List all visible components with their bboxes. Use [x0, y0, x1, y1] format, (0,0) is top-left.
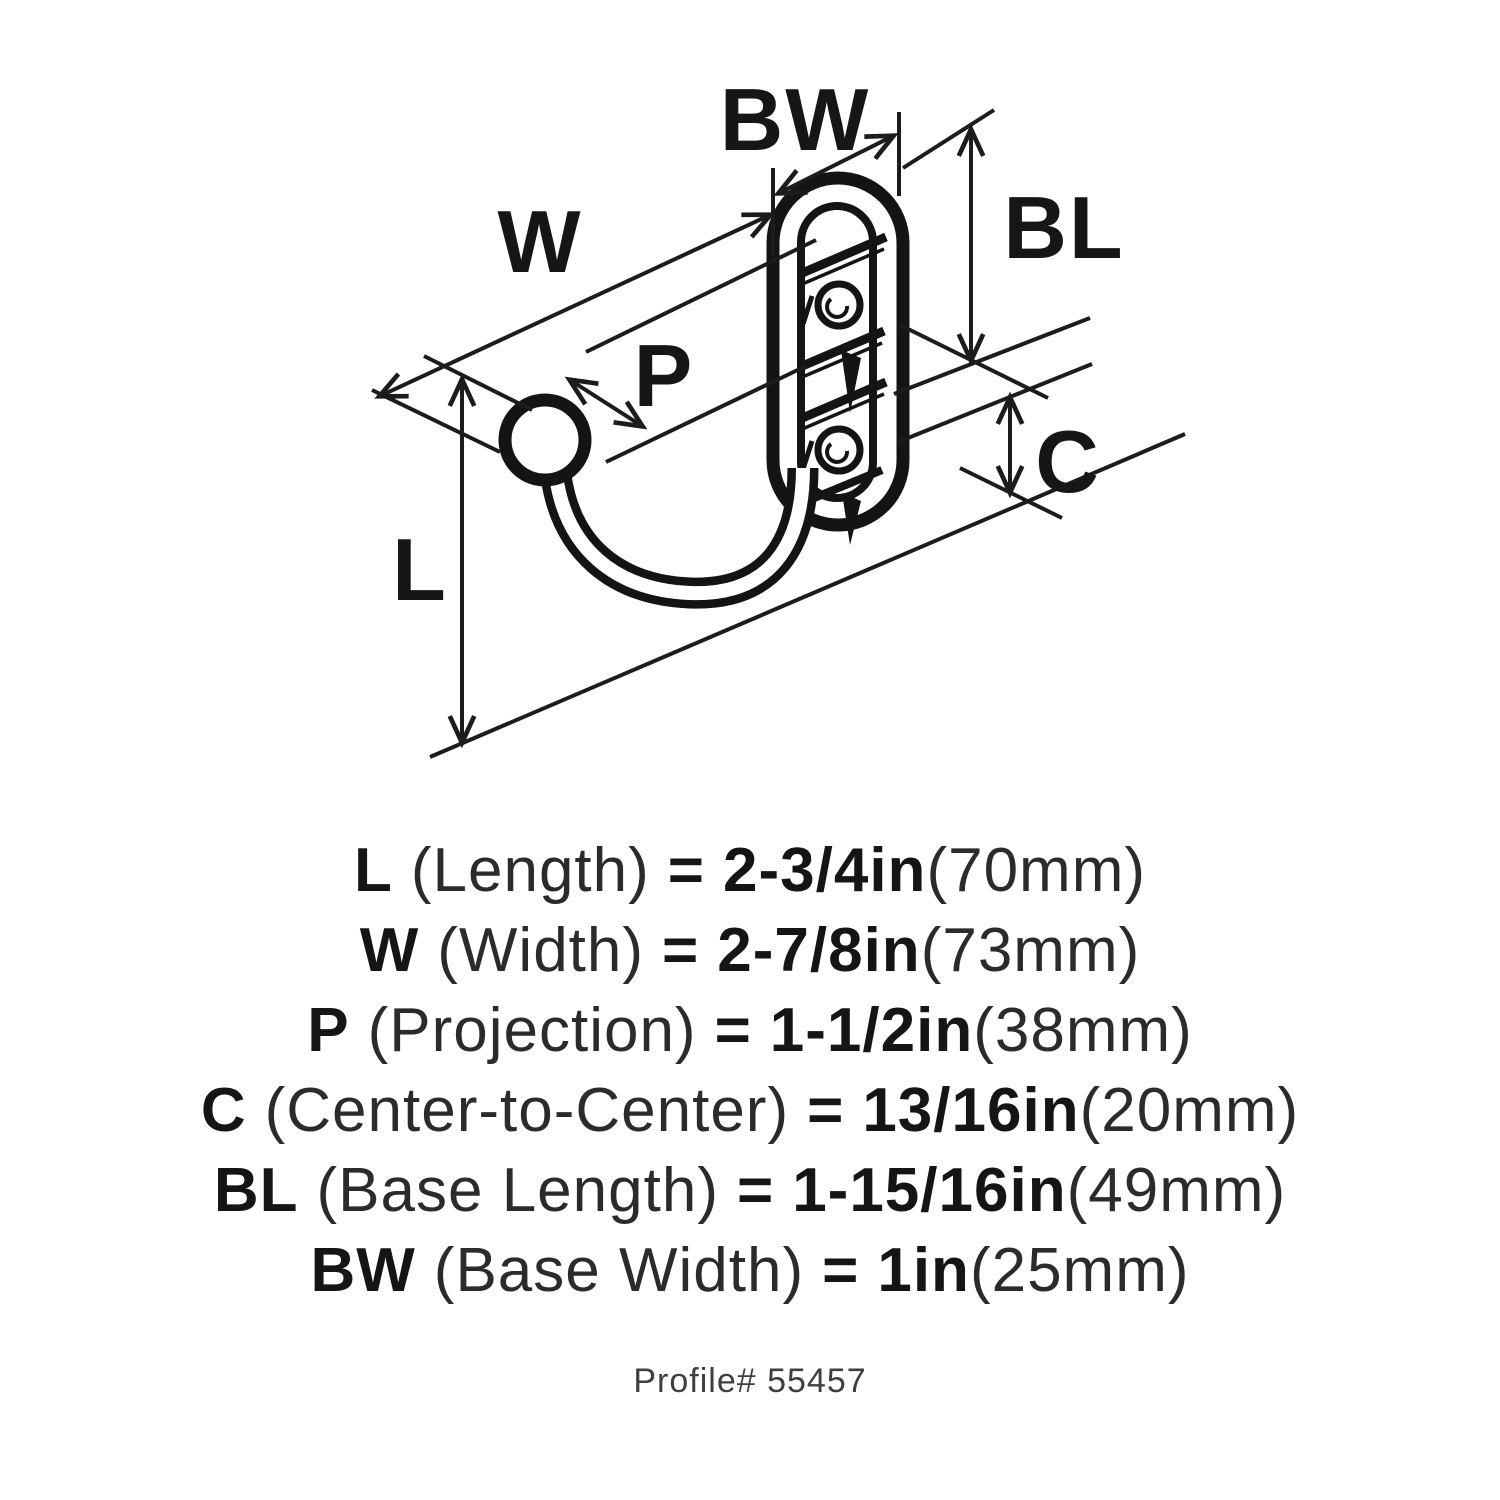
hook-drawing — [498, 171, 910, 609]
spec-value-group: 2-7/8in (73mm) — [717, 915, 1140, 986]
spec-value: 13/16in — [862, 1075, 1080, 1145]
screw-top-shelf-upper — [798, 232, 888, 279]
spec-metric: (20mm) — [1079, 1075, 1300, 1145]
spec-code: BW — [310, 1235, 416, 1305]
screw-bottom-shelf-upper-edge — [799, 392, 885, 432]
dimension-lines — [371, 108, 1186, 759]
screw-top-shelf-lower — [798, 326, 886, 372]
witness-c-top — [897, 362, 1093, 444]
spec-code: C — [200, 1075, 247, 1145]
label-w: W — [497, 192, 582, 291]
spec-row-length: L (Length) = 2-3/4in (70mm) — [345, 830, 1155, 910]
spec-value-group: 2-3/4in (70mm) — [723, 835, 1146, 906]
screw-bottom — [798, 377, 888, 545]
spec-value: 2-7/8in — [717, 915, 921, 985]
spec-equals: = — [714, 995, 752, 1065]
label-c: C — [1035, 412, 1101, 511]
screw-bottom-head — [814, 425, 864, 475]
spec-value-group: 13/16in (20mm) — [862, 1075, 1299, 1146]
dimension-legend: L (Length) = 2-3/4in (70mm) W (Width) = … — [0, 830, 1500, 1310]
spec-metric: (38mm) — [973, 995, 1193, 1065]
spec-code: L — [353, 835, 393, 905]
witness-p-lower — [605, 364, 807, 464]
spec-row-width: W (Width) = 2-7/8in (73mm) — [351, 910, 1150, 990]
spec-metric: (70mm) — [926, 835, 1146, 905]
hook-arm-inner — [549, 467, 810, 601]
dimension-labels: BW W BL P C L — [392, 70, 1124, 619]
spec-name: (Width) — [437, 915, 645, 985]
witness-p-upper — [585, 238, 817, 354]
screw-bottom-shelf-upper — [798, 377, 888, 424]
spec-value: 1-15/16in — [792, 1155, 1067, 1225]
spec-value: 2-3/4in — [723, 835, 927, 905]
screw-bottom-flange — [800, 440, 815, 470]
screw-top-tip — [841, 350, 861, 413]
spec-value-group: 1-15/16in (49mm) — [792, 1155, 1286, 1226]
screw-top-spiral — [825, 297, 850, 319]
label-bw: BW — [720, 70, 871, 169]
spec-name: (Base Width) — [433, 1235, 805, 1305]
screw-top-head — [814, 280, 864, 330]
spec-metric: (25mm) — [969, 1235, 1190, 1305]
screw-top-flange — [800, 295, 815, 325]
hook-diagram-area: BW W BL P C L — [371, 70, 1186, 759]
label-l: L — [392, 520, 448, 619]
spec-equals: = — [807, 1075, 845, 1145]
dim-line-p — [564, 376, 648, 430]
spec-code: W — [359, 915, 420, 985]
screw-top — [798, 232, 888, 413]
spec-value-group: 1-1/2in (38mm) — [770, 995, 1193, 1066]
spec-equals: = — [822, 1235, 860, 1305]
spec-row-base-length: BL (Base Length) = 1-15/16in (49mm) — [205, 1150, 1295, 1230]
spec-row-center-to-center: C (Center-to-Center) = 13/16in (20mm) — [192, 1070, 1308, 1150]
spec-code: P — [307, 995, 350, 1065]
spec-metric: (49mm) — [1066, 1155, 1287, 1225]
spec-equals: = — [667, 835, 706, 905]
witness-w-left-lower — [371, 388, 501, 454]
spec-equals: = — [736, 1155, 775, 1225]
spec-row-base-width: BW (Base Width) = 1in (25mm) — [302, 1230, 1199, 1310]
screw-top-shelf-upper-edge — [799, 247, 885, 287]
screw-bottom-tip — [842, 493, 861, 545]
hook-ball-tip — [498, 393, 592, 487]
spec-name: (Length) — [410, 835, 650, 905]
spec-metric: (73mm) — [920, 915, 1141, 985]
label-bl: BL — [1003, 178, 1124, 277]
spec-value-group: 1in (25mm) — [877, 1235, 1189, 1306]
spec-row-projection: P (Projection) = 1-1/2in (38mm) — [298, 990, 1202, 1070]
witness-bl-bottom-a — [893, 316, 1091, 396]
profile-number: Profile# 55457 — [633, 1362, 867, 1400]
spec-name: (Projection) — [367, 995, 697, 1065]
spec-name: (Base Length) — [316, 1155, 719, 1225]
spec-value: 1in — [877, 1235, 970, 1305]
spec-code: BL — [213, 1155, 299, 1225]
screw-top-shelf-lower-edge — [799, 341, 883, 380]
witness-ground — [429, 432, 1186, 759]
witness-bl-bottom-b — [899, 323, 1049, 400]
spec-name: (Center-to-Center) — [264, 1075, 790, 1145]
hook-dimension-diagram: BW W BL P C L — [371, 70, 1186, 759]
witness-bl-top — [901, 108, 996, 170]
witness-c-bottom — [959, 466, 1063, 520]
spec-equals: = — [662, 915, 700, 985]
label-p: P — [634, 326, 695, 425]
witness-w-left-upper — [423, 354, 533, 412]
screw-bottom-spiral — [825, 442, 850, 464]
spec-value: 1-1/2in — [769, 995, 974, 1065]
dim-line-bw — [773, 133, 899, 196]
